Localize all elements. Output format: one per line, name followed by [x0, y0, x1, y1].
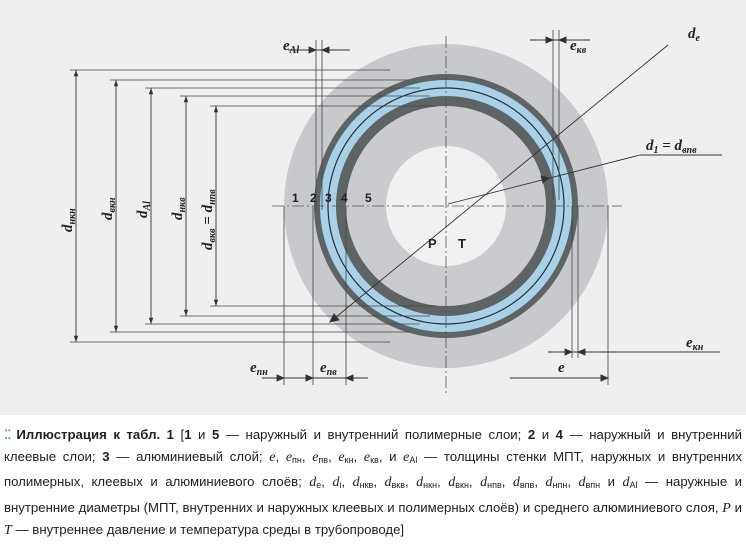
layer-number-2: 2	[310, 191, 317, 205]
pressure-label: P	[428, 236, 437, 251]
layer-number-1: 1	[292, 191, 299, 205]
layer-number-4: 4	[341, 191, 348, 205]
figure-caption: ⁚⁚Иллюстрация к табл. 1 [1 и 5 — наружны…	[4, 427, 743, 539]
label-e: e	[558, 360, 565, 376]
label-d-nkn: dнкн	[60, 208, 78, 232]
pipe-cross-section-diagram: eAl eкв de d1 = dвпв dнкн dвкн dAl dнкв …	[60, 26, 722, 395]
layer-number-5: 5	[365, 191, 372, 205]
caption-title: Иллюстрация к табл. 1	[16, 427, 174, 442]
label-d-1: d1 = dвпв	[646, 138, 697, 156]
label-e-kn: eкн	[686, 335, 704, 353]
label-d-vkn: dвкн	[100, 197, 118, 220]
label-e-al: eAl	[283, 38, 299, 56]
leader-d-e	[329, 44, 669, 323]
label-e-pv: eпв	[320, 360, 337, 378]
label-e-kv: eкв	[570, 38, 587, 56]
layer-number-3: 3	[325, 191, 332, 205]
label-d-e: de	[688, 26, 701, 44]
label-d-vkv: dвкв = dнпв	[200, 189, 218, 250]
label-d-nkv: dнкв	[170, 197, 188, 220]
figure-panel: eAl eкв de d1 = dвпв dнкн dвкн dAl dнкв …	[0, 0, 746, 415]
label-e-pn: eпн	[250, 360, 268, 378]
temperature-label: T	[458, 236, 466, 251]
label-d-al: dAl	[135, 201, 153, 218]
caption-bullet-icon: ⁚⁚	[4, 427, 11, 442]
